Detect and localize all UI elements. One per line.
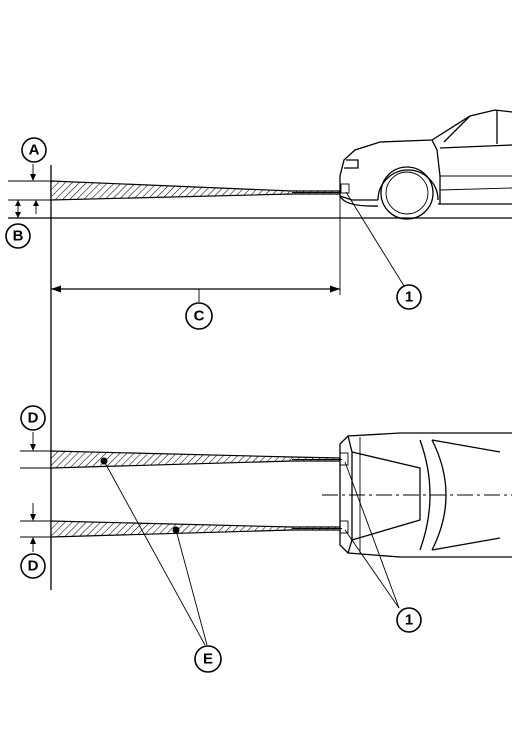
side-headlamp [340, 183, 350, 194]
dimension-c-arrowhead-right [330, 285, 340, 293]
callout-d-upper-label: D [28, 410, 39, 427]
callout-1-side: 1 [396, 284, 422, 310]
callout-d-lower: D [20, 553, 46, 579]
callout-e-label: E [203, 651, 213, 668]
callout-e: E [194, 645, 222, 673]
dimension-a-arrowhead [30, 174, 36, 181]
dimension-d-upper-arrowhead [30, 444, 36, 451]
top-headlamp-lower [339, 520, 349, 534]
callout-a: A [21, 137, 47, 163]
callout-b-label: B [13, 228, 24, 245]
leader-1-side [345, 191, 405, 287]
top-headlamp-upper [339, 452, 349, 466]
side-beam-pattern [50, 180, 341, 201]
dimension-d-lower-arrowhead [30, 537, 36, 544]
callout-1-top: 1 [396, 607, 422, 633]
dimension-b-tick-arrowhead [33, 200, 39, 206]
callout-1-top-label: 1 [405, 612, 413, 629]
dimension-b-arrowhead-down [15, 212, 21, 218]
leader-e-lower [175, 529, 208, 646]
leader-1-top-upper [344, 461, 400, 609]
car-side-outline [339, 109, 512, 220]
callout-b: B [5, 223, 31, 249]
callout-a-label: A [29, 142, 40, 159]
callout-c-label: C [194, 308, 205, 325]
front-wheel [380, 166, 434, 220]
callout-d-upper: D [20, 405, 46, 431]
dimension-b-arrowhead-up [15, 200, 21, 206]
callout-1-side-label: 1 [405, 289, 413, 306]
top-view [20, 432, 512, 646]
callout-c: C [185, 302, 213, 330]
leader-1-top-lower [344, 529, 400, 609]
side-view [8, 109, 512, 590]
dimension-c-arrowhead-left [51, 285, 61, 293]
callout-d-lower-label: D [28, 558, 39, 575]
leader-e-upper [103, 460, 206, 646]
lower-beam-pattern [50, 520, 341, 538]
dimension-d-mid-arrowhead [30, 514, 36, 521]
